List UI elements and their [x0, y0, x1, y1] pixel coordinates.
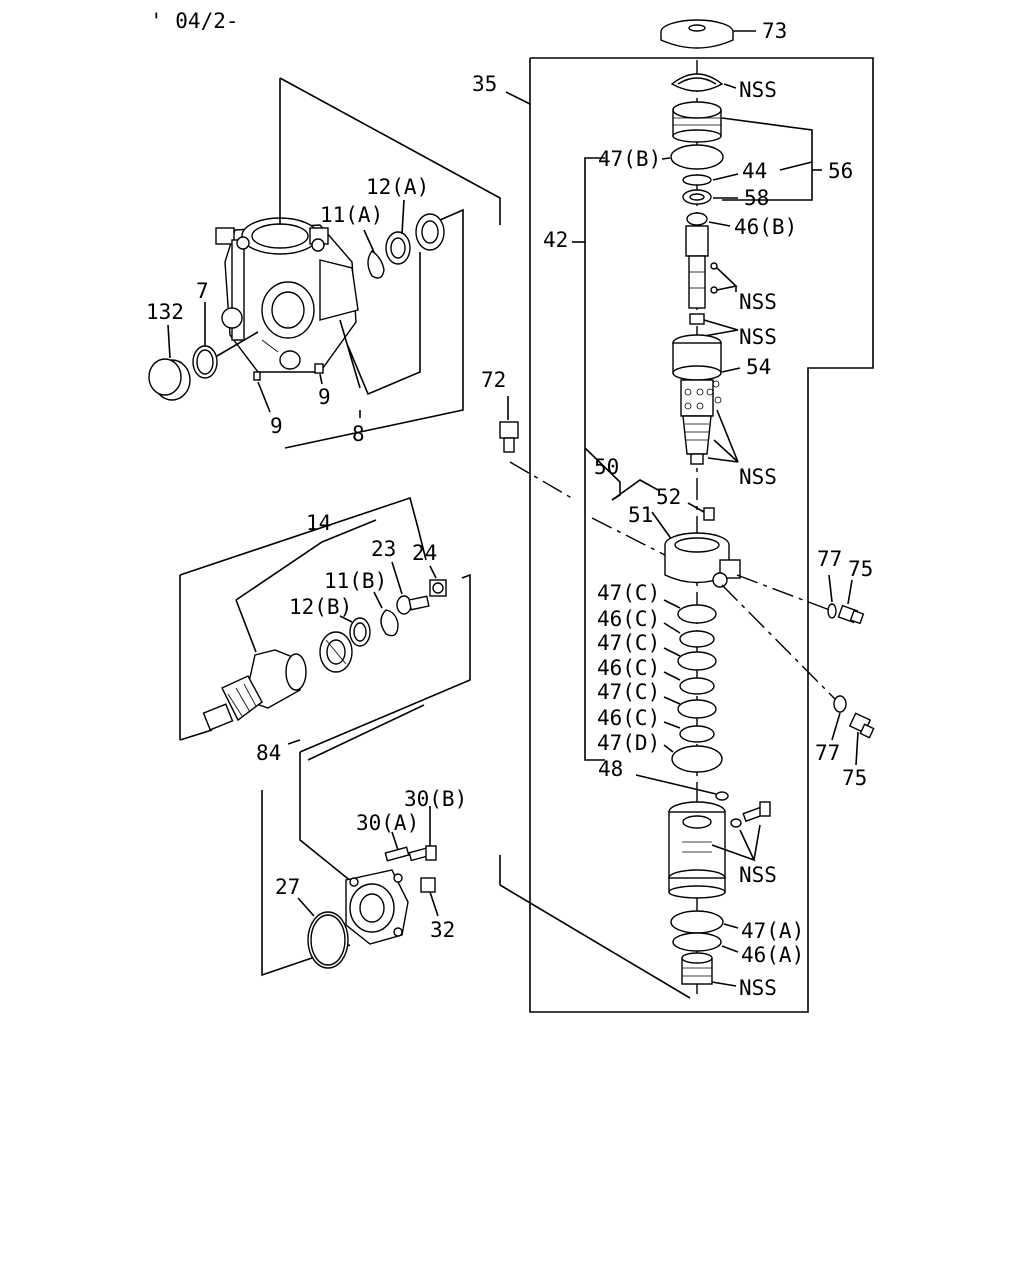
o-ring-47a: [670, 910, 724, 934]
callout-12b: 12(B): [289, 595, 352, 619]
callout-77-bottom: 77: [815, 741, 840, 765]
adjusting-screw-23: [396, 595, 430, 615]
snap-ring-11a: [367, 250, 385, 279]
bolt-72: [499, 421, 519, 453]
callout-47c-1: 47(C): [597, 581, 660, 605]
assembly-35-outline: [529, 57, 874, 1013]
bracket-42: [584, 157, 605, 761]
callout-48: 48: [598, 757, 623, 781]
sector-shaft: [202, 649, 307, 731]
ring-46b: [686, 212, 708, 226]
callout-42: 42: [543, 228, 568, 252]
callout-7: 7: [196, 279, 209, 303]
side-cover-group: 84 27 30(A) 30(B): [256, 704, 467, 977]
gear-housing: [215, 217, 359, 373]
washer-77-top: [827, 603, 837, 619]
nut-32: [420, 877, 436, 893]
valve-assembly-group: 35 42 73 NSS 5: [472, 19, 875, 1013]
cap-132: [148, 358, 191, 401]
callout-35: 35: [472, 72, 497, 96]
rotary-valve-54: [672, 334, 722, 465]
callout-47a: 47(A): [741, 919, 804, 943]
callout-nss-top: NSS: [739, 78, 777, 102]
cap-73: [660, 19, 734, 49]
callout-27: 27: [275, 875, 300, 899]
callout-47b: 47(B): [598, 147, 661, 171]
bottom-plug: [681, 952, 713, 985]
gear-housing-group: 11(A) 12(A) 7 132 9 9: [146, 77, 501, 449]
callout-46a: 46(A): [741, 943, 804, 967]
callout-12a: 12(A): [366, 175, 429, 199]
callout-11b: 11(B): [324, 569, 387, 593]
date-code: ' 04/2-: [150, 9, 239, 33]
snap-ring-top: [670, 73, 724, 92]
callout-47d: 47(D): [597, 731, 660, 755]
bolt-30a: [384, 846, 410, 862]
needle-bearing-12b: [319, 631, 353, 673]
ring-46a: [672, 932, 722, 952]
callout-73: 73: [762, 19, 787, 43]
callout-50: 50: [594, 455, 619, 479]
callout-8: 8: [352, 422, 365, 446]
input-shaft: [685, 225, 718, 325]
callout-46c-1: 46(C): [597, 607, 660, 631]
bolt-nss: [742, 801, 771, 823]
callout-52: 52: [656, 485, 681, 509]
screw-9-a: [253, 371, 261, 381]
fitting-75-bottom: [848, 712, 875, 739]
callout-75-bottom: 75: [842, 766, 867, 790]
lower-piston-body: [668, 801, 726, 899]
callout-nss-ball: NSS: [739, 325, 777, 349]
side-cover: [345, 869, 409, 945]
callout-46c-3: 46(C): [597, 706, 660, 730]
valve-upper-body: [672, 101, 722, 143]
callout-14: 14: [306, 511, 331, 535]
seal-stack: [671, 604, 723, 773]
sector-shaft-group: 14 12(B) 11(B) 23: [179, 496, 471, 753]
callout-54: 54: [746, 355, 771, 379]
callout-nss-bottom: NSS: [739, 976, 777, 1000]
callout-58: 58: [744, 186, 769, 210]
callout-47c-2: 47(C): [597, 631, 660, 655]
callout-51: 51: [628, 503, 653, 527]
callout-46b: 46(B): [734, 215, 797, 239]
callout-9-b: 9: [318, 385, 331, 409]
callout-47c-3: 47(C): [597, 680, 660, 704]
callout-23: 23: [371, 537, 396, 561]
callout-30b: 30(B): [404, 787, 467, 811]
screw-52: [703, 507, 715, 521]
callout-84: 84: [256, 741, 281, 765]
valve-housing-51: [664, 532, 741, 588]
bearing-44: [682, 174, 712, 186]
callout-77-top: 77: [817, 547, 842, 571]
callout-56: 56: [828, 159, 853, 183]
washer-48: [715, 791, 729, 801]
washer-nss: [730, 818, 742, 828]
callout-nss-piston: NSS: [739, 863, 777, 887]
callout-nss-valve: NSS: [739, 465, 777, 489]
bolt-30b: [408, 845, 437, 862]
callout-24: 24: [412, 541, 437, 565]
callout-44: 44: [742, 159, 767, 183]
callout-32: 32: [430, 918, 455, 942]
lock-nut-24: [429, 579, 447, 597]
callout-72: 72: [481, 368, 506, 392]
callout-nss-pins: NSS: [739, 290, 777, 314]
fitting-75-top: [837, 604, 865, 625]
screw-9-b: [314, 363, 324, 374]
callout-9-a: 9: [270, 414, 283, 438]
o-ring-47b: [670, 144, 724, 170]
callout-75-top: 75: [848, 557, 873, 581]
callout-30a: 30(A): [356, 811, 419, 835]
callout-46c-2: 46(C): [597, 656, 660, 680]
callout-132: 132: [146, 300, 184, 324]
snap-ring-11b: [380, 609, 399, 637]
needle-bearing-upper: [415, 213, 445, 251]
washer-77-bottom: [833, 695, 847, 713]
callout-11a: 11(A): [320, 203, 383, 227]
